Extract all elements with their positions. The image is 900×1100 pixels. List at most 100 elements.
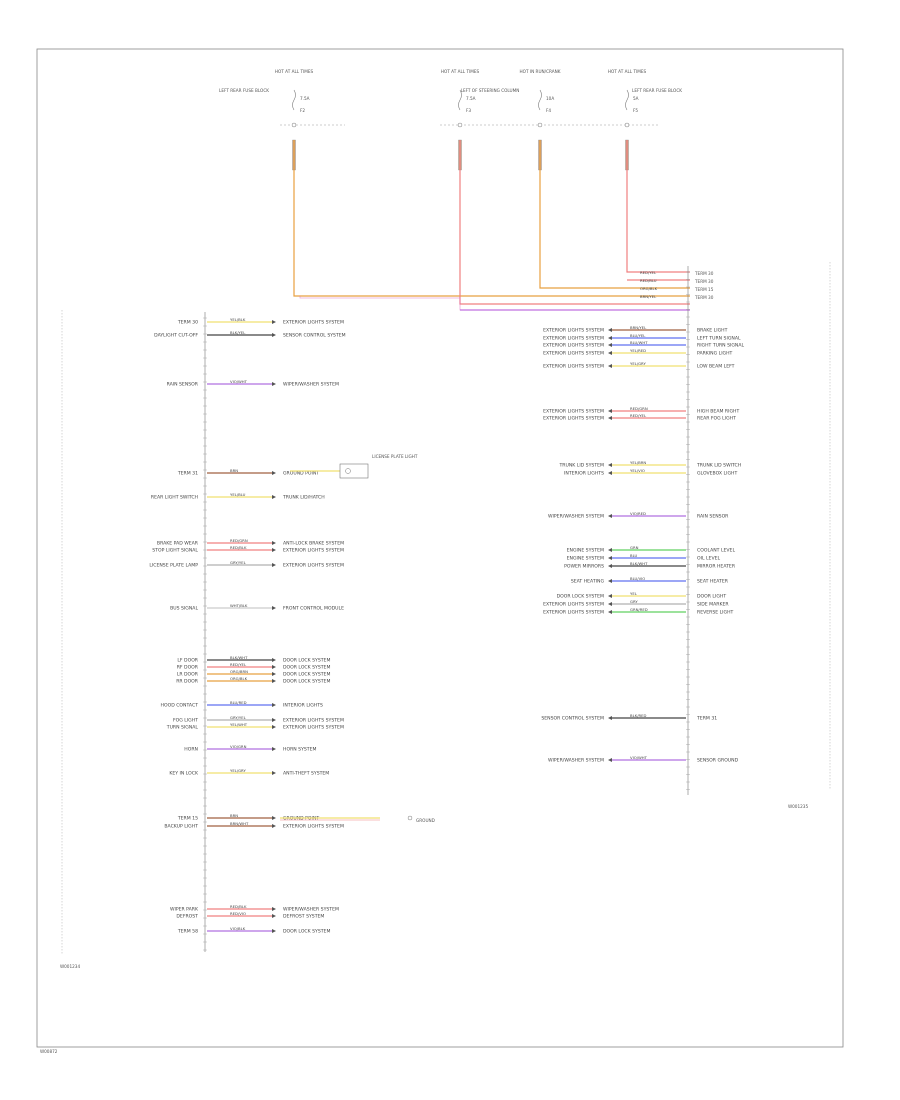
left-row-label: BRAKE PAD WEAR <box>157 541 199 547</box>
right-row-wire-color: YEL/GRY <box>630 361 646 366</box>
right-row-label: OIL LEVEL <box>697 556 720 562</box>
fuse-title: HOT AT ALL TIMES <box>608 69 647 74</box>
left-row-label: TERM 58 <box>177 929 198 935</box>
left-row-wire-color: BLK/WHT <box>230 655 248 660</box>
left-row-destination: EXTERIOR LIGHTS SYSTEM <box>283 725 344 731</box>
left-row-label: RR DOOR <box>176 679 199 685</box>
left-row-destination: DOOR LOCK SYSTEM <box>283 929 330 935</box>
wire-red-fuse4 <box>626 140 690 273</box>
right-row-wire-color: BLK/RED <box>630 713 647 718</box>
right-row-label: LEFT TURN SIGNAL <box>697 336 741 342</box>
left-row-label: HOOD CONTACT <box>161 703 199 709</box>
left-row-label: DEFROST <box>176 914 198 920</box>
left-row-destination: DOOR LOCK SYSTEM <box>283 665 330 671</box>
fuse-node-icon <box>624 122 630 128</box>
left-row-destination: ANTI-LOCK BRAKE SYSTEM <box>283 541 344 547</box>
left-row-wire-color: BRN <box>230 813 238 818</box>
arrow-icon <box>608 556 612 560</box>
right-row-source: WIPER/WASHER SYSTEM <box>548 514 604 520</box>
right-row-wire-color: GRN <box>630 545 639 550</box>
arrow-icon <box>272 907 276 911</box>
left-row-wire-color: BRN <box>230 468 238 473</box>
fuse-rating: 10A <box>546 96 554 101</box>
license-plate-light-label: LICENSE PLATE LIGHT <box>372 454 418 459</box>
arrow-icon <box>272 771 276 775</box>
fuse-title: HOT AT ALL TIMES <box>441 69 480 74</box>
left-row-label: TERM 31 <box>177 471 198 477</box>
arrow-icon <box>608 594 612 598</box>
arrow-icon <box>608 602 612 606</box>
right-row-label: BRAKE LIGHT <box>697 328 728 334</box>
fuse-symbol-icon <box>458 89 462 111</box>
right-row-wire-color: VIO/RED <box>630 511 646 516</box>
left-module-code: W001234 <box>60 964 80 969</box>
right-row-wire-color: RED/YEL <box>630 413 647 418</box>
right-row-label: HIGH BEAM RIGHT <box>697 409 739 415</box>
top-wire-terminal-label: TERM 30 <box>694 279 714 284</box>
arrow-icon <box>272 718 276 722</box>
ground-label: GROUND <box>416 818 435 823</box>
arrow-icon <box>272 665 276 669</box>
right-row-source: DOOR LOCK SYSTEM <box>557 594 604 600</box>
left-row-wire-color: BLK/YEL <box>230 330 246 335</box>
right-row-wire-color: GRN/RED <box>630 607 648 612</box>
right-row-source: EXTERIOR LIGHTS SYSTEM <box>543 409 604 415</box>
right-row-source: ENGINE SYSTEM <box>567 556 604 562</box>
arrow-icon <box>608 579 612 583</box>
left-row-label: LR DOOR <box>177 672 199 678</box>
right-row-label: TRUNK LID SWITCH <box>696 463 741 469</box>
left-row-destination: EXTERIOR LIGHTS SYSTEM <box>283 548 344 554</box>
arrow-icon <box>272 563 276 567</box>
right-row-source: TRUNK LID SYSTEM <box>559 463 605 469</box>
left-row-wire-color: ORG/BRN <box>230 669 248 674</box>
fuse-rating: 7.5A <box>466 96 476 101</box>
left-row-label: KEY IN LOCK <box>169 771 199 777</box>
left-pin-group <box>203 317 207 951</box>
left-row-label: REAR LIGHT SWITCH <box>151 495 198 501</box>
right-row-source: EXTERIOR LIGHTS SYSTEM <box>543 351 604 357</box>
arrow-icon <box>608 463 612 467</box>
arrow-icon <box>608 716 612 720</box>
left-row-destination: DOOR LOCK SYSTEM <box>283 658 330 664</box>
right-row-wire-color: VIO/WHT <box>630 755 648 760</box>
right-row-source: EXTERIOR LIGHTS SYSTEM <box>543 416 604 422</box>
footer-code: W00872 <box>40 1049 58 1054</box>
right-row-wire-color: GRY <box>630 599 638 604</box>
left-row-wire-color: GRY/YEL <box>230 715 247 720</box>
left-row-destination: EXTERIOR LIGHTS SYSTEM <box>283 320 344 326</box>
fuse-symbol-icon <box>538 89 542 111</box>
left-row-wire-color: VIO/WHT <box>230 379 248 384</box>
left-row-destination: SENSOR CONTROL SYSTEM <box>283 333 346 339</box>
right-row-source: INTERIOR LIGHTS <box>564 471 604 477</box>
right-row-label: TERM 31 <box>696 716 717 722</box>
left-row-wire-color: RED/VIO <box>230 911 246 916</box>
right-row-source: SEAT HEATING <box>571 579 605 585</box>
fuse-number: F3 <box>466 108 471 113</box>
right-row-label: SEAT HEATER <box>697 579 729 585</box>
right-row-label: REVERSE LIGHT <box>697 610 734 616</box>
right-row-source: ENGINE SYSTEM <box>567 548 604 554</box>
left-row-wire-color: RED/YEL <box>230 662 247 667</box>
left-row-wire-color: RED/BLK <box>230 904 247 909</box>
